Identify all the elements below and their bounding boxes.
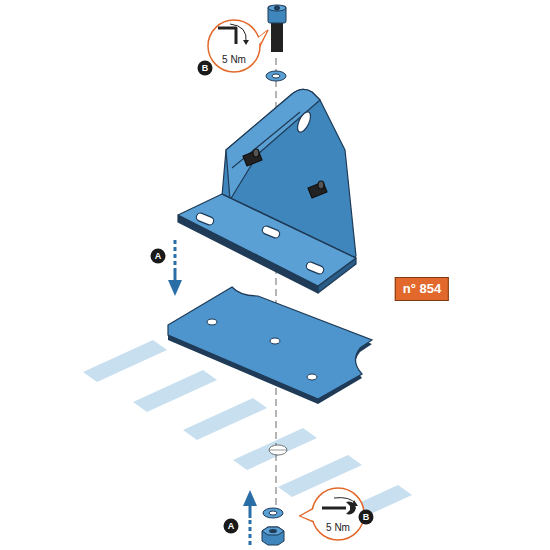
floor-hole (269, 445, 287, 455)
motion-arrow (243, 490, 257, 545)
node-text: A (226, 519, 237, 534)
bolt (268, 5, 286, 52)
torque-value: 5 Nm (221, 54, 247, 65)
torque-bubble (208, 20, 268, 72)
step-marker: B (198, 61, 213, 76)
washer (266, 71, 286, 81)
torque-bubble (300, 488, 364, 540)
node-text: A (153, 249, 164, 264)
nut (262, 527, 284, 545)
node-text: n° 854 (403, 281, 441, 297)
node-text: B (200, 61, 211, 76)
torque-value: 5 Nm (325, 522, 351, 533)
washer (263, 508, 283, 518)
part-number-tag: n° 854 (395, 277, 449, 301)
node-text: B (361, 510, 372, 525)
step-marker: A (151, 249, 166, 264)
node-text: 5 Nm (326, 522, 350, 533)
node-text: 5 Nm (222, 54, 246, 65)
motion-arrow (168, 240, 182, 296)
step-marker: B (359, 510, 374, 525)
bracket (178, 89, 356, 293)
step-marker: A (224, 519, 239, 534)
shim-plate (168, 287, 372, 404)
